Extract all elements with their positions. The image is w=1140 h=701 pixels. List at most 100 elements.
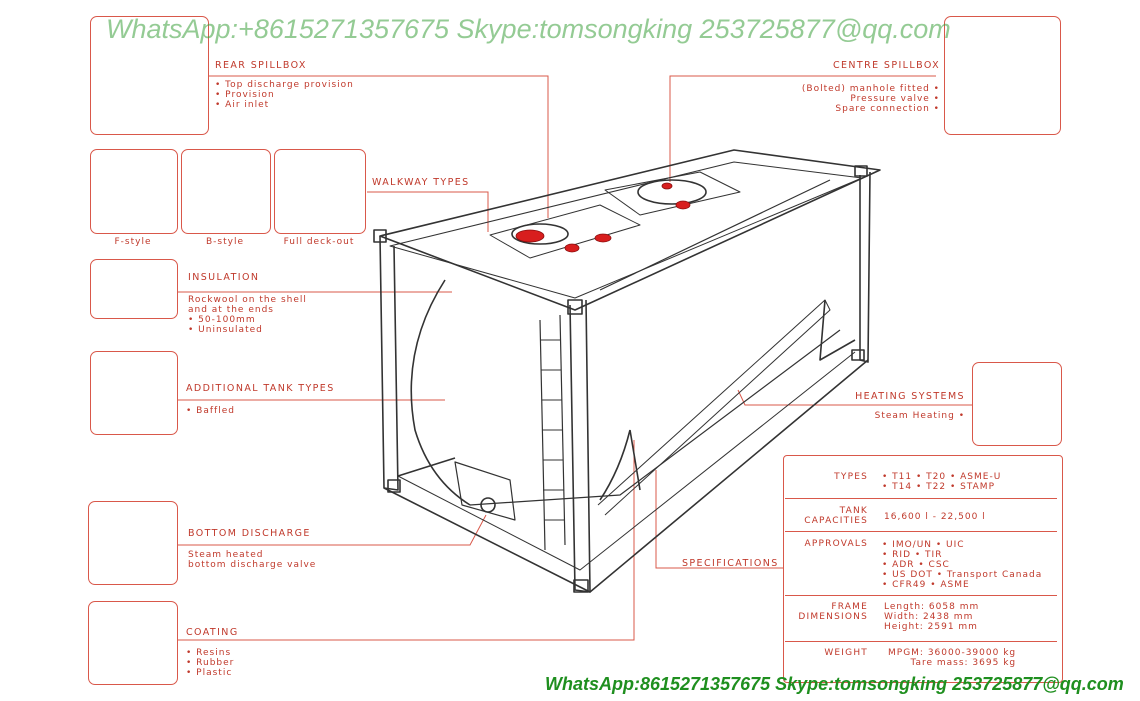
walkway-b-style-thumbnail	[181, 149, 271, 234]
watermark-top: WhatsApp:+8615271357675 Skype:tomsongkin…	[106, 14, 951, 44]
spec-approvals-line: • US DOT • Transport Canada	[882, 570, 1043, 580]
corner-post-left	[379, 235, 399, 491]
specifications-table	[783, 455, 1063, 683]
corner-casting-5	[387, 479, 401, 493]
centre-spillbox-thumbnail	[944, 16, 1061, 135]
walkway-caption-full: Full deck-out	[283, 237, 355, 247]
coating-item: • Resins	[186, 648, 232, 658]
spec-frame-key-line: DIMENSIONS	[798, 612, 868, 622]
walkway-title: WALKWAY TYPES	[372, 177, 470, 188]
insulation-title: INSULATION	[188, 272, 260, 283]
spec-approvals-line: • ADR • CSC	[882, 560, 950, 570]
centre-spillbox-item: Pressure valve •	[850, 94, 940, 104]
corner-post-front	[569, 299, 591, 593]
corner-casting-4	[854, 165, 868, 177]
walkway-deck	[489, 204, 641, 259]
corner-post-back	[859, 171, 871, 363]
walkway-caption-b: B-style	[205, 237, 244, 247]
spec-divider	[785, 531, 1057, 532]
leader-specifications	[655, 470, 785, 569]
additional-tank-list: • Baffled	[186, 406, 235, 416]
insulation-item: • Uninsulated	[188, 325, 263, 335]
corner-casting-2	[567, 299, 583, 315]
walkway-caption-f: F-style	[114, 237, 152, 247]
insulation-list: Rockwool on the shell and at the ends • …	[188, 295, 307, 335]
watermark-bottom: WhatsApp:8615271357675 Skype:tomsongking…	[545, 674, 1124, 694]
spec-weight-key: WEIGHT	[824, 648, 868, 658]
spec-divider	[785, 595, 1057, 596]
insulation-item: • 50-100mm	[188, 315, 256, 325]
bottom-discharge-item: Steam heated	[188, 550, 264, 560]
spec-capacities-values: 16,600 l - 22,500 l	[884, 512, 986, 522]
valve-red-3	[594, 233, 612, 243]
spec-frame-line: Length: 6058 mm	[884, 602, 980, 612]
corner-casting-1	[373, 229, 387, 243]
spec-frame-values: Length: 6058 mm Width: 2438 mm Height: 2…	[884, 602, 979, 632]
spec-capacities-key-line: CAPACITIES	[804, 516, 868, 526]
valve-red-2	[564, 243, 580, 253]
centre-spillbox-list: (Bolted) manhole fitted • Pressure valve…	[802, 84, 940, 114]
additional-tank-title: ADDITIONAL TANK TYPES	[186, 383, 335, 394]
valve-red-5	[661, 182, 673, 190]
spec-frame-key-line: FRAME	[831, 602, 868, 612]
centre-spillbox-title: CENTRE SPILLBOX	[832, 60, 940, 71]
heating-item: Steam Heating •	[874, 411, 965, 421]
additional-tank-thumbnail	[90, 351, 178, 435]
insulation-item: and at the ends	[188, 305, 274, 315]
rear-manhole	[511, 223, 569, 245]
rear-spillbox-list: • Top discharge provision • Provision • …	[215, 80, 354, 110]
spec-frame-line: Width: 2438 mm	[884, 612, 974, 622]
coating-thumbnail	[88, 601, 178, 685]
insulation-thumbnail	[90, 259, 178, 319]
tank-end	[410, 279, 471, 506]
rear-spillbox-thumbnail	[90, 16, 209, 135]
heating-title: HEATING SYSTEMS	[855, 391, 965, 402]
heating-thumbnail	[972, 362, 1062, 446]
bottom-discharge-title: BOTTOM DISCHARGE	[188, 528, 311, 539]
centre-spillbox-item: Spare connection •	[835, 104, 940, 114]
top-frame	[379, 149, 881, 311]
spec-weight-values: MPGM: 36000-39000 kg Tare mass: 3695 kg	[888, 648, 1016, 668]
rear-spillbox-item: • Air inlet	[215, 100, 270, 110]
walkway-f-style-thumbnail	[90, 149, 178, 234]
rear-spillbox-item: • Top discharge provision	[215, 80, 354, 90]
spec-capacities-key-line: TANK	[839, 506, 868, 516]
corner-casting-3	[573, 579, 589, 593]
bottom-discharge-item: bottom discharge valve	[188, 560, 317, 570]
spec-weight-line: Tare mass: 3695 kg	[910, 658, 1017, 668]
spec-approvals-line: • CFR49 • ASME	[882, 580, 970, 590]
bottom-discharge-list: Steam heated bottom discharge valve	[188, 550, 316, 570]
spec-types-line: • T14 • T22 • STAMP	[882, 482, 995, 492]
leader-rear-spillbox	[208, 75, 549, 218]
spec-approvals-key: APPROVALS	[804, 539, 868, 549]
leader-centre-spillbox	[669, 75, 936, 182]
coating-item: • Plastic	[186, 668, 233, 678]
heating-list: Steam Heating •	[875, 411, 965, 421]
valve-red-1	[515, 229, 545, 243]
spec-capacities-key: TANK CAPACITIES	[784, 506, 868, 526]
spec-types-key: TYPES	[834, 472, 868, 482]
spec-types-line: • T11 • T20 • ASME-U	[882, 472, 1002, 482]
bottom-frame	[383, 359, 869, 593]
centre-manhole	[637, 179, 707, 205]
coating-item: • Rubber	[186, 658, 235, 668]
corner-casting-6	[851, 349, 865, 361]
spec-frame-key: FRAME DIMENSIONS	[784, 602, 868, 622]
bottom-discharge-thumbnail	[88, 501, 178, 585]
spec-divider	[785, 498, 1057, 499]
spec-types-values: • T11 • T20 • ASME-U • T14 • T22 • STAMP	[882, 472, 1001, 492]
spec-capacities-line: 16,600 l - 22,500 l	[884, 512, 986, 522]
coating-title: COATING	[186, 627, 239, 638]
leader-bottom-discharge	[140, 514, 487, 546]
centre-spillbox-item: (Bolted) manhole fitted •	[801, 84, 940, 94]
spec-frame-line: Height: 2591 mm	[884, 622, 978, 632]
coating-list: • Resins • Rubber • Plastic	[186, 648, 234, 678]
specifications-title: SPECIFICATIONS	[682, 558, 779, 569]
additional-tank-item: • Baffled	[186, 406, 235, 416]
spec-approvals-line: • RID • TIR	[882, 550, 943, 560]
spec-weight-line: MPGM: 36000-39000 kg	[888, 648, 1017, 658]
leader-walkway	[367, 191, 489, 232]
rear-spillbox-item: • Provision	[215, 90, 275, 100]
leader-coating	[176, 440, 635, 641]
spec-divider	[785, 641, 1057, 642]
